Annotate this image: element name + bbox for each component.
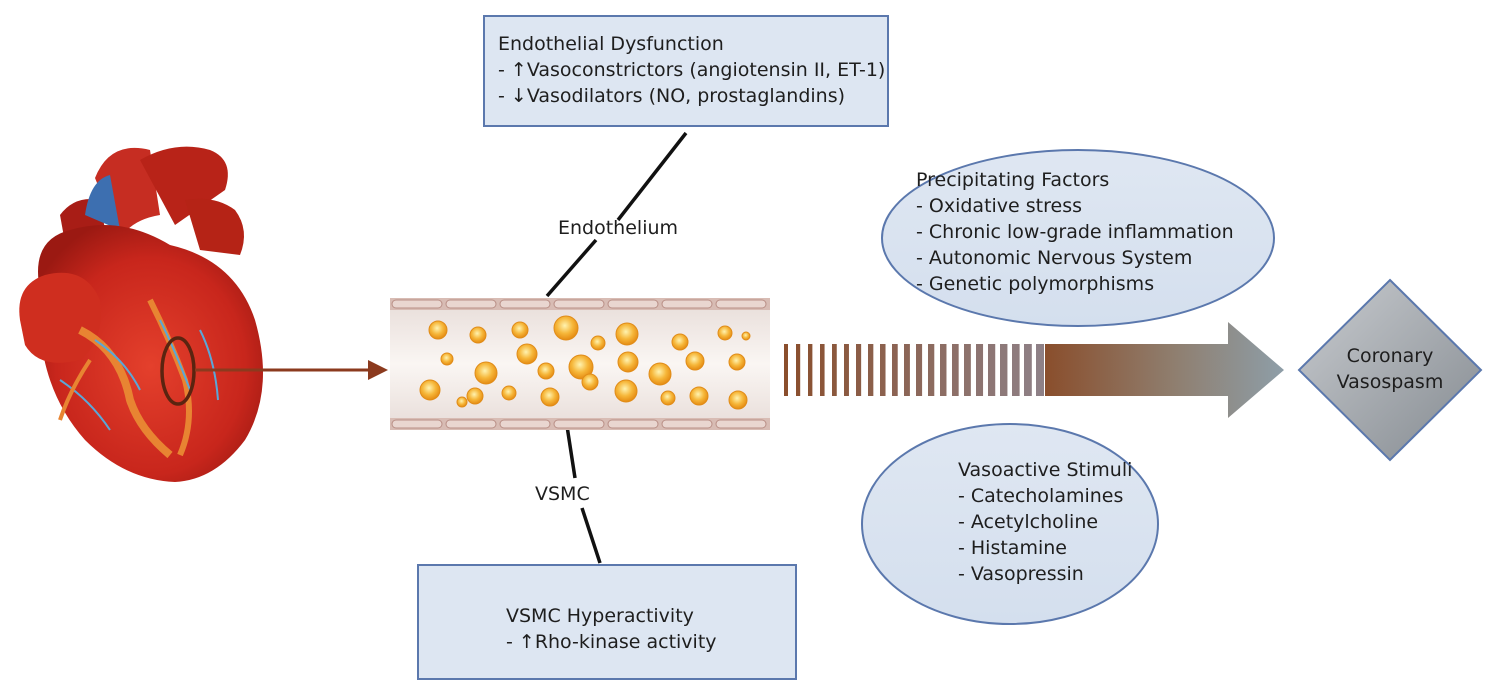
arrow-dash bbox=[832, 344, 837, 396]
precipitating-factors-title: Precipitating Factors bbox=[916, 169, 1110, 191]
vsmc-hyperactivity-title: VSMC Hyperactivity bbox=[506, 605, 694, 627]
vessel-wall-cell bbox=[661, 299, 713, 309]
blood-cell bbox=[717, 325, 733, 341]
heart-illustration bbox=[19, 146, 263, 482]
vasospasm-label: Vasospasm bbox=[1336, 371, 1444, 393]
arrow-dash bbox=[928, 344, 935, 396]
connector-vsmc-box bbox=[580, 507, 602, 564]
arrow-dash bbox=[940, 344, 947, 396]
blood-cell bbox=[419, 379, 441, 401]
blood-cell bbox=[540, 387, 560, 407]
blood-cell bbox=[615, 322, 639, 346]
blood-cell bbox=[428, 320, 448, 340]
vasoactive-item: - Acetylcholine bbox=[958, 511, 1099, 533]
vsmc-line-rho-kinase: - ↑Rho-kinase activity bbox=[506, 631, 717, 653]
arrow-dash bbox=[988, 344, 996, 396]
endothelial-dysfunction-title: Endothelial Dysfunction bbox=[498, 33, 724, 55]
precipitating-item: - Chronic low-grade inflammation bbox=[916, 221, 1234, 243]
vessel-wall-cell bbox=[445, 299, 497, 309]
arrow-dash bbox=[808, 344, 813, 396]
endothelial-line-vasoconstrictors: - ↑Vasoconstrictors (angiotensin II, ET-… bbox=[498, 59, 886, 81]
arrow-dash bbox=[904, 344, 910, 396]
vessel-wall-cell bbox=[391, 299, 443, 309]
coronary-label: Coronary bbox=[1346, 345, 1434, 367]
blood-cell bbox=[456, 396, 468, 408]
blood-cell bbox=[501, 385, 517, 401]
precipitating-factors-ellipse bbox=[881, 149, 1275, 327]
coronary-vasospasm-diamond bbox=[1297, 278, 1483, 462]
blood-cell bbox=[581, 373, 599, 391]
blood-cell bbox=[648, 362, 672, 386]
arrow-dash bbox=[964, 344, 971, 396]
heart-to-vessel-arrow bbox=[195, 360, 388, 380]
vasoactive-item: - Catecholamines bbox=[958, 485, 1124, 507]
vsmc-hyperactivity-box bbox=[417, 564, 797, 680]
highlight-ellipse bbox=[160, 336, 196, 406]
blood-cell bbox=[511, 321, 529, 339]
arrow-dash bbox=[952, 344, 959, 396]
blood-cell bbox=[671, 333, 689, 351]
vasoactive-stimuli-ellipse bbox=[861, 423, 1159, 625]
blood-cell bbox=[590, 335, 606, 351]
endothelial-line-vasodilators: - ↓Vasodilators (NO, prostaglandins) bbox=[498, 85, 846, 107]
blood-cell bbox=[728, 390, 748, 410]
arrow-dash bbox=[1012, 344, 1020, 396]
precipitating-item: - Oxidative stress bbox=[916, 195, 1083, 217]
endothelium-label: Endothelium bbox=[558, 217, 679, 239]
blood-cell bbox=[440, 352, 454, 366]
arrow-dash bbox=[1024, 344, 1032, 396]
vessel-wall-cell bbox=[553, 419, 605, 429]
arrow-dash bbox=[868, 344, 874, 396]
vessel-wall-cell bbox=[715, 299, 767, 309]
vessel-wall-cell bbox=[607, 419, 659, 429]
vessel-wall-cell bbox=[715, 419, 767, 429]
precipitating-item: - Genetic polymorphisms bbox=[916, 273, 1155, 295]
arrow-dash bbox=[976, 344, 984, 396]
blood-cell bbox=[728, 353, 746, 371]
arrow-dash bbox=[820, 344, 825, 396]
arrow-dash bbox=[1036, 344, 1044, 396]
blood-cell bbox=[617, 351, 639, 373]
arrow-dash bbox=[916, 344, 923, 396]
vessel-wall-cell bbox=[553, 299, 605, 309]
arrow-dash bbox=[844, 344, 849, 396]
vessel-wall-cell bbox=[499, 299, 551, 309]
blood-cell bbox=[466, 387, 484, 405]
blood-cell bbox=[568, 354, 594, 380]
vsmc-label: VSMC bbox=[535, 483, 590, 505]
vasoactive-stimuli-title: Vasoactive Stimuli bbox=[958, 459, 1133, 481]
precipitating-item: - Autonomic Nervous System bbox=[916, 247, 1193, 269]
blood-cell bbox=[553, 315, 579, 341]
connector-endothelial-box bbox=[616, 131, 688, 222]
blood-vessel bbox=[390, 298, 770, 430]
vasoactive-item: - Histamine bbox=[958, 537, 1067, 559]
blood-cell bbox=[474, 361, 498, 385]
blood-cell bbox=[614, 379, 638, 403]
blood-cell bbox=[660, 390, 676, 406]
vasoactive-item: - Vasopressin bbox=[958, 563, 1084, 585]
blood-cell bbox=[516, 343, 538, 365]
blood-cell bbox=[689, 386, 709, 406]
arrow-dash bbox=[784, 344, 788, 396]
arrow-dash bbox=[796, 344, 801, 396]
arrow-dash bbox=[856, 344, 862, 396]
vessel-wall-cell bbox=[607, 299, 659, 309]
arrow-dash bbox=[892, 344, 898, 396]
blood-cell bbox=[537, 362, 555, 380]
blood-cell bbox=[469, 326, 487, 344]
vessel-wall-cell bbox=[499, 419, 551, 429]
vessel-wall-cell bbox=[661, 419, 713, 429]
arrow-dash bbox=[1000, 344, 1008, 396]
blood-cell bbox=[741, 331, 751, 341]
vessel-wall-cell bbox=[391, 419, 443, 429]
connector-endothelium bbox=[545, 238, 598, 298]
progression-arrow bbox=[784, 322, 1284, 418]
arrow-dash bbox=[880, 344, 886, 396]
vessel-wall-cell bbox=[445, 419, 497, 429]
endothelial-dysfunction-box bbox=[483, 15, 889, 127]
blood-cell bbox=[685, 351, 705, 371]
